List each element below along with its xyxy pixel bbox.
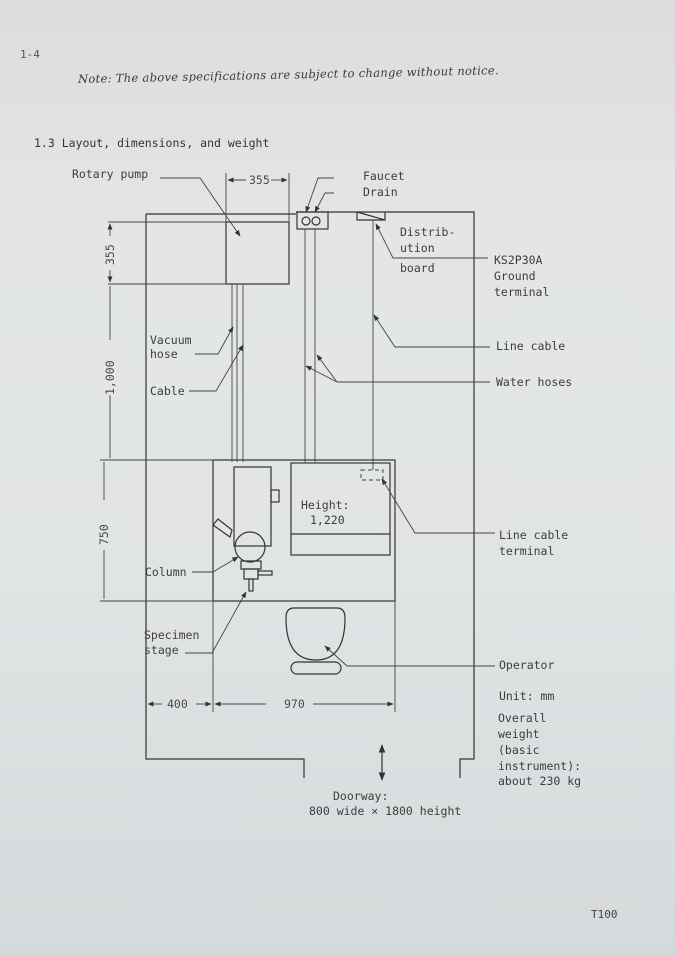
label-column: Column (145, 565, 187, 579)
label-weight-4: instrument): (498, 759, 581, 773)
label-height-1: Height: (301, 498, 349, 512)
page-number: 1-4 (20, 48, 40, 61)
vacuum-hose-lines (231, 284, 244, 462)
dimension-vertical (100, 221, 226, 602)
label-weight-3: (basic (498, 743, 540, 757)
column-port (270, 489, 280, 503)
specimen-stage-rod (248, 578, 254, 592)
label-line-terminal-1: Line cable (499, 528, 568, 542)
dimension-970: 970 (284, 697, 305, 711)
water-hose-lines (304, 229, 316, 462)
label-line-cable: Line cable (496, 339, 565, 353)
label-distribution-2: ution (400, 241, 435, 255)
label-ground-1: KS2P30A (494, 253, 543, 267)
label-drain: Drain (363, 185, 398, 199)
room-outline (145, 211, 475, 778)
column-arm (212, 518, 233, 538)
console-table (212, 459, 396, 602)
label-ground-2: Ground (494, 269, 536, 283)
dimension-400: 400 (167, 697, 188, 711)
drain-icon (311, 216, 321, 226)
label-weight-1: Overall (498, 711, 546, 725)
display-console (290, 462, 391, 556)
label-vacuum-2: hose (150, 347, 178, 361)
column-stage-rod (257, 570, 273, 576)
label-height-2: 1,220 (310, 513, 345, 527)
section-title: 1.3 Layout, dimensions, and weight (34, 136, 270, 150)
label-vacuum-1: Vacuum (150, 333, 192, 347)
footer-code: T100 (591, 908, 618, 921)
label-distribution-3: board (400, 261, 435, 275)
label-rotary-pump: Rotary pump (72, 167, 148, 181)
dimension-355-width: 355 (225, 173, 290, 222)
dimension-horizontal (147, 601, 396, 712)
label-unit: Unit: mm (499, 689, 554, 703)
line-cable-terminal-box (360, 469, 384, 481)
column-chamber (234, 531, 266, 563)
label-weight-5: about 230 kg (498, 774, 581, 788)
faucet-drain-box (296, 211, 329, 230)
rotary-pump-box (225, 221, 290, 285)
label-operator: Operator (499, 658, 554, 672)
dimension-1000: 1,000 (103, 360, 117, 395)
dimension-750: 750 (97, 524, 111, 545)
column-stage-block (243, 568, 259, 580)
distribution-board (356, 211, 386, 221)
label-ground-3: terminal (494, 285, 549, 299)
label-weight-2: weight (498, 727, 540, 741)
label-water-hoses: Water hoses (496, 375, 572, 389)
label-specimen-1: Specimen (144, 628, 199, 642)
label-cable: Cable (150, 384, 185, 398)
dimension-355-depth: 355 (103, 244, 117, 265)
faucet-icon (301, 216, 311, 226)
operator-chair (285, 607, 346, 661)
operator-seat (290, 661, 342, 675)
label-faucet: Faucet (363, 169, 405, 183)
label-line-terminal-2: terminal (499, 544, 554, 558)
leader-lines (160, 177, 495, 667)
label-doorway-2: 800 wide × 1800 height (309, 804, 461, 818)
label-specimen-2: stage (144, 643, 179, 657)
column-body (233, 466, 272, 547)
label-distribution-1: Distrib- (400, 225, 455, 239)
label-doorway-1: Doorway: (333, 789, 388, 803)
svg-text:355: 355 (249, 173, 270, 187)
